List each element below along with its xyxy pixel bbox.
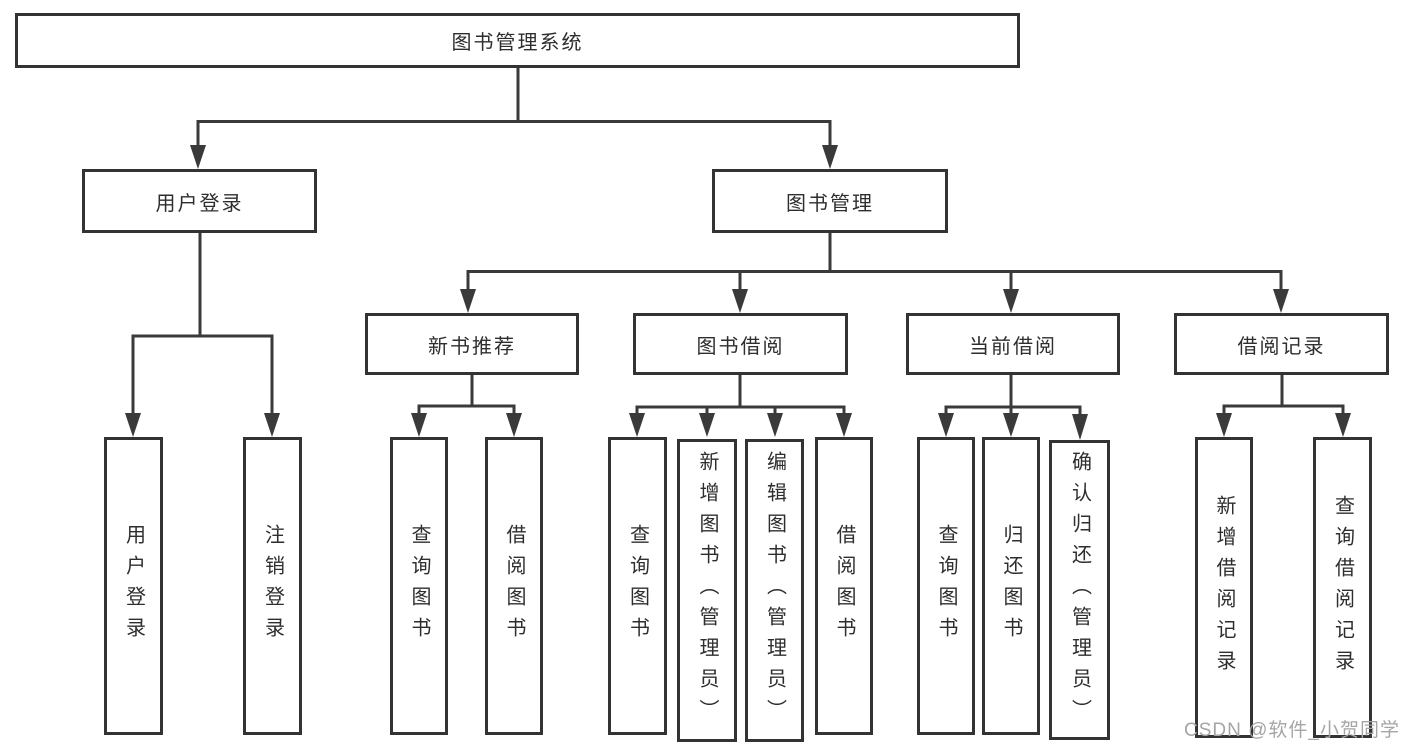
node-label: 当前借阅 (969, 335, 1057, 358)
node-query-books-2: 查询图书 (608, 437, 667, 735)
connector-root-to-level2 (190, 68, 838, 169)
node-label: 新书推荐 (428, 335, 516, 358)
node-query-borrow-record: 查询借阅记录 (1313, 437, 1372, 738)
node-book-management: 图书管理 (712, 169, 948, 233)
node-label: 查询图书 (408, 524, 430, 648)
node-new-book-recommendation: 新书推荐 (365, 313, 579, 375)
connector-borrow-records-children (1216, 375, 1351, 437)
connector-new-book-rec-children (411, 375, 522, 437)
node-label: 查询图书 (935, 524, 957, 648)
node-edit-books-admin: 编辑图书（管理员） (745, 439, 804, 742)
node-borrow-books-1: 借阅图书 (485, 437, 543, 735)
node-label: 借阅图书 (503, 524, 525, 648)
node-label: 注销登录 (261, 524, 284, 648)
node-current-borrowing: 当前借阅 (906, 313, 1120, 375)
node-return-books: 归还图书 (982, 437, 1040, 735)
node-book-borrowing: 图书借阅 (633, 313, 848, 375)
node-library-management-system: 图书管理系统 (15, 13, 1020, 68)
node-label: 新增图书（管理员） (696, 451, 718, 730)
node-add-borrow-record: 新增借阅记录 (1195, 437, 1253, 738)
connector-user-login-children (125, 233, 280, 437)
node-label: 图书管理系统 (451, 32, 584, 54)
node-label: 借阅图书 (833, 524, 855, 648)
node-user-login-leaf: 用户登录 (104, 437, 163, 735)
node-label: 归还图书 (1000, 524, 1022, 648)
node-label: 图书借阅 (696, 335, 785, 358)
node-borrow-books-2: 借阅图书 (815, 437, 873, 735)
node-label: 查询图书 (626, 524, 649, 648)
node-label: 新增借阅记录 (1213, 494, 1235, 681)
node-query-books-3: 查询图书 (917, 437, 975, 735)
node-label: 查询借阅记录 (1331, 494, 1354, 681)
node-borrowing-records: 借阅记录 (1174, 313, 1389, 375)
node-label: 编辑图书（管理员） (763, 451, 786, 730)
node-confirm-return-admin: 确认归还（管理员） (1049, 440, 1110, 740)
node-label: 确认归还（管理员） (1068, 450, 1091, 730)
node-label: 借阅记录 (1237, 335, 1326, 358)
node-logout: 注销登录 (243, 437, 302, 735)
connector-current-borrow-children (938, 375, 1088, 440)
node-label: 用户登录 (155, 192, 244, 215)
node-label: 图书管理 (786, 192, 874, 215)
connector-book-borrow-children (629, 375, 852, 437)
csdn-watermark: CSDN @软件_小贺同学 (1184, 720, 1400, 741)
connector-book-mgmt-to-level3 (460, 233, 1289, 313)
node-query-books-1: 查询图书 (390, 437, 448, 735)
node-add-books-admin: 新增图书（管理员） (677, 439, 737, 742)
node-label: 用户登录 (122, 524, 145, 648)
node-user-login: 用户登录 (82, 169, 317, 233)
